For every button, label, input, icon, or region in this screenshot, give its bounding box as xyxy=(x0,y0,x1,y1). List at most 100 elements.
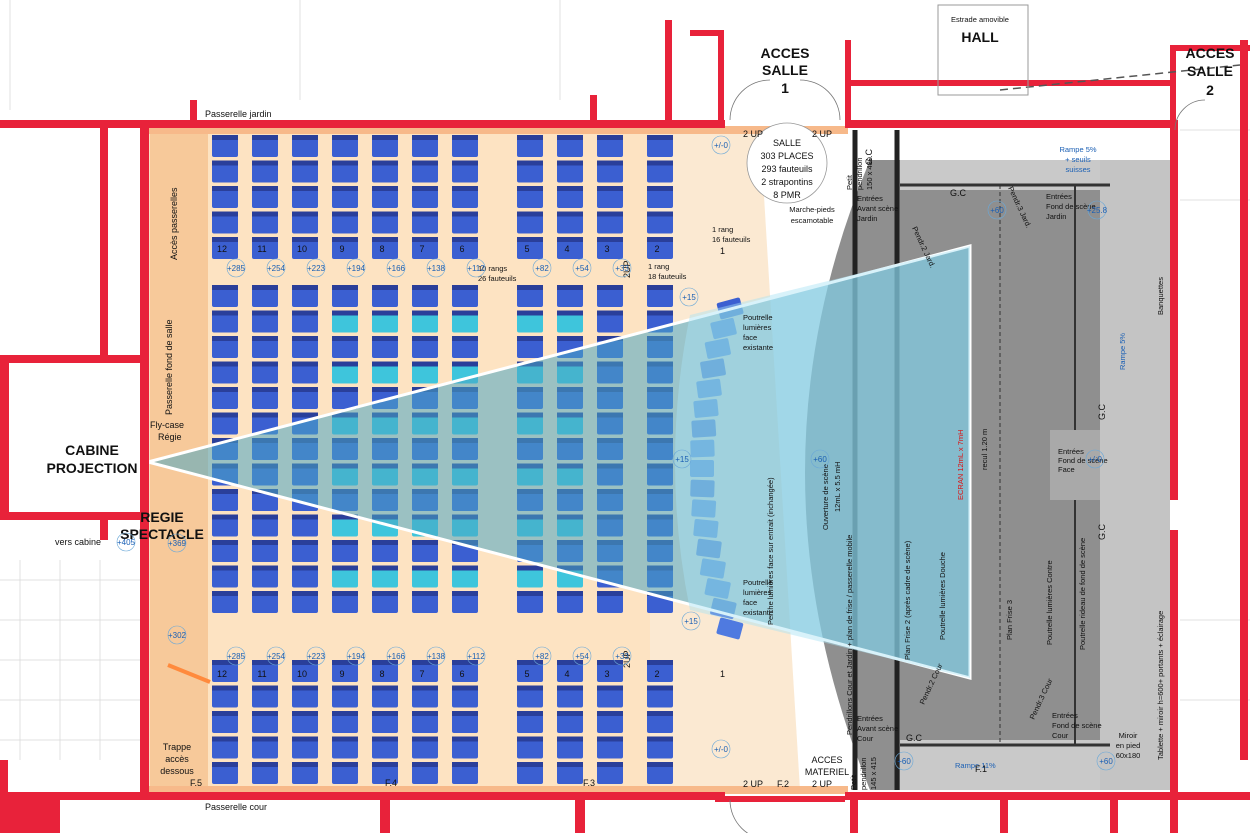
seat xyxy=(597,160,623,183)
seat-back xyxy=(292,540,318,545)
seat xyxy=(412,540,438,562)
seat xyxy=(332,186,358,208)
seat xyxy=(452,762,478,784)
seat xyxy=(452,160,478,183)
seat xyxy=(597,762,623,784)
seat xyxy=(252,186,278,208)
poutrelle-top-line3: face xyxy=(743,333,757,342)
regie-line1: REGIE xyxy=(140,509,184,525)
seat-back xyxy=(212,160,238,166)
elevation-value: +254 xyxy=(267,264,286,273)
seat-back xyxy=(252,591,278,596)
seat-back xyxy=(332,540,358,545)
seat xyxy=(452,135,478,157)
elevation-circle xyxy=(306,258,326,278)
seat xyxy=(212,135,238,157)
seat-back xyxy=(517,186,543,191)
elevation-circle xyxy=(466,646,486,666)
seat xyxy=(252,135,278,157)
gc-top-horizontal: G.C xyxy=(950,188,967,198)
poutrelle-bottom-line3: face xyxy=(743,598,757,607)
seat-back xyxy=(517,211,543,217)
seat-back xyxy=(517,685,543,691)
elevation-circle xyxy=(612,646,632,666)
seat-back xyxy=(557,336,583,341)
seat-back xyxy=(332,285,358,290)
trappe-line2: accès xyxy=(165,754,189,764)
seat xyxy=(412,135,438,157)
seat-back xyxy=(212,237,238,242)
seat xyxy=(452,285,478,307)
seat xyxy=(292,160,318,183)
seat xyxy=(412,685,438,708)
perche-label: Perche lumières face sur entrait (inchan… xyxy=(766,477,775,625)
seat-back xyxy=(292,211,318,217)
seat xyxy=(412,591,438,613)
seat-back xyxy=(557,736,583,742)
elevation-value: +60 xyxy=(897,757,911,766)
up2-vertical-bottom: 2UP xyxy=(622,650,632,668)
seat-back xyxy=(332,186,358,191)
rang-1a-line2: 16 fauteuils xyxy=(712,235,751,244)
elevation-circle xyxy=(167,625,187,645)
poutrelle-top-line1: Poutrelle xyxy=(743,313,773,322)
seat-back xyxy=(517,160,543,166)
seat-back xyxy=(252,361,278,367)
seat-back xyxy=(372,310,398,316)
seat xyxy=(372,711,398,733)
seat xyxy=(332,336,358,358)
elevation-circle xyxy=(681,611,701,631)
seat-back xyxy=(597,736,623,742)
row-number: 4 xyxy=(564,244,569,254)
elevation-circle xyxy=(426,258,446,278)
seat-back xyxy=(212,361,238,367)
seat-back xyxy=(647,135,673,140)
seat-back xyxy=(597,211,623,217)
seat-back xyxy=(372,660,398,665)
seat-back xyxy=(557,685,583,691)
seat xyxy=(597,135,623,157)
miroir-line3: 60x180 xyxy=(1116,751,1141,760)
seat xyxy=(647,762,673,784)
seat-back xyxy=(252,336,278,341)
salle-line1: SALLE xyxy=(773,138,801,148)
seat xyxy=(212,711,238,733)
seat xyxy=(332,135,358,157)
seat-back xyxy=(557,211,583,217)
elevation-circle xyxy=(572,646,592,666)
seat-back xyxy=(292,135,318,140)
seat xyxy=(517,736,543,759)
seat xyxy=(557,736,583,759)
f1-label: F.1 xyxy=(975,764,987,774)
rampe11-label: Rampe 11% xyxy=(955,761,996,770)
seat-back xyxy=(252,660,278,665)
estrade-label: Estrade amovible xyxy=(951,15,1009,24)
seat-back xyxy=(557,711,583,716)
up2-top-right: 2 UP xyxy=(812,129,832,139)
seat xyxy=(517,160,543,183)
seat-back xyxy=(517,711,543,716)
seat-back xyxy=(212,211,238,217)
seat xyxy=(212,565,238,588)
cabine-line2: PROJECTION xyxy=(46,460,137,476)
seat-back xyxy=(332,514,358,520)
acces-salle-2-line1: ACCES xyxy=(1185,45,1234,61)
seat xyxy=(597,285,623,307)
seat xyxy=(597,736,623,759)
seat xyxy=(557,211,583,234)
salle-ellipse xyxy=(746,122,828,204)
seat-back xyxy=(332,135,358,140)
seat-back xyxy=(252,711,278,716)
seat xyxy=(212,514,238,537)
seat xyxy=(452,211,478,234)
seat-back xyxy=(557,762,583,767)
fly-case-line1: Fly-case xyxy=(150,420,184,430)
seat xyxy=(412,211,438,234)
seat-back xyxy=(412,762,438,767)
elevation-value: +/-0 xyxy=(1088,455,1103,464)
seat xyxy=(517,762,543,784)
seat xyxy=(212,361,238,384)
seat-back xyxy=(452,160,478,166)
poutrelle-rideau-label: Poutrelle rideau de fond de scène xyxy=(1078,538,1087,650)
elevation-circle xyxy=(532,258,552,278)
